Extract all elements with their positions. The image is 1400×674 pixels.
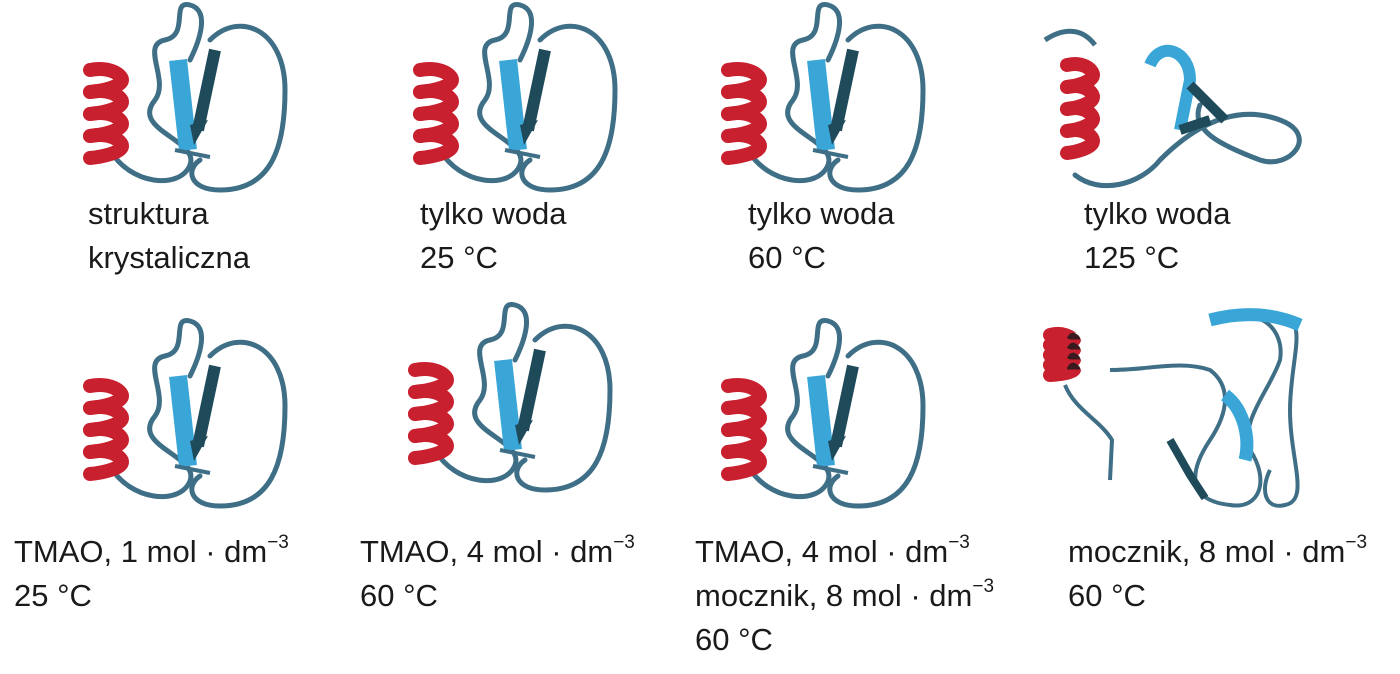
caption-line: krystaliczna — [88, 240, 250, 275]
caption-main: TMAO, 4 mol · dm — [360, 534, 614, 569]
caption-exponent: −3 — [1345, 532, 1368, 553]
caption-line: tylko woda — [748, 196, 895, 231]
caption-line: 25 °C — [14, 578, 92, 613]
caption-line: mocznik, 8 mol · dm−3 — [695, 574, 994, 618]
protein-structure-water-125 — [1040, 10, 1302, 200]
protein-structure-tmao-urea — [708, 316, 968, 509]
ribbon-diagram — [83, 318, 288, 509]
caption-main: TMAO, 4 mol · dm — [695, 534, 949, 569]
caption-line: 60 °C — [695, 622, 773, 657]
caption-exponent: −3 — [613, 532, 635, 553]
caption-exponent: −3 — [267, 532, 289, 553]
caption-main: mocznik, 8 mol · dm — [695, 578, 973, 613]
caption-line: 25 °C — [420, 240, 498, 275]
caption-line: tylko woda — [1084, 196, 1231, 231]
protein-structure-urea — [1040, 300, 1380, 520]
caption-line: tylko woda — [420, 196, 567, 231]
caption-tmao-1: TMAO, 1 mol · dm−3 25 °C — [14, 530, 289, 618]
caption-line: mocznik, 8 mol · dm−3 — [1068, 530, 1367, 574]
ribbon-diagram — [413, 2, 618, 193]
protein-structure-crystal — [70, 0, 330, 193]
caption-exponent: −3 — [972, 576, 995, 597]
caption-line: 60 °C — [1068, 578, 1146, 613]
caption-line: 60 °C — [748, 240, 826, 275]
caption-line: TMAO, 4 mol · dm−3 — [360, 530, 635, 574]
caption-urea: mocznik, 8 mol · dm−3 60 °C — [1068, 530, 1367, 618]
caption-water-25: tylko woda 25 °C — [420, 192, 566, 280]
caption-line: 60 °C — [360, 578, 438, 613]
ribbon-diagram — [83, 2, 288, 193]
ribbon-diagram — [1043, 28, 1302, 189]
caption-exponent: −3 — [948, 532, 970, 553]
ribbon-diagram — [721, 318, 926, 509]
caption-water-60: tylko woda 60 °C — [748, 192, 894, 280]
caption-crystal: struktura krystaliczna — [88, 192, 250, 280]
caption-main: TMAO, 1 mol · dm — [14, 534, 268, 569]
protein-structure-tmao-1 — [70, 316, 330, 509]
ribbon-diagram — [1043, 308, 1303, 508]
protein-structure-water-25 — [400, 0, 660, 193]
protein-structure-tmao-4 — [395, 300, 655, 493]
caption-water-125: tylko woda 125 °C — [1084, 192, 1230, 280]
ribbon-diagram — [721, 2, 926, 193]
caption-line: 125 °C — [1084, 240, 1180, 275]
caption-tmao-4: TMAO, 4 mol · dm−3 60 °C — [360, 530, 635, 618]
caption-main: mocznik, 8 mol · dm — [1068, 534, 1346, 569]
protein-structure-water-60 — [708, 0, 968, 193]
caption-tmao-urea: TMAO, 4 mol · dm−3 mocznik, 8 mol · dm−3… — [695, 530, 994, 662]
caption-line: TMAO, 1 mol · dm−3 — [14, 530, 289, 574]
caption-line: TMAO, 4 mol · dm−3 — [695, 530, 994, 574]
caption-line: struktura — [88, 196, 209, 231]
ribbon-diagram — [408, 302, 613, 493]
